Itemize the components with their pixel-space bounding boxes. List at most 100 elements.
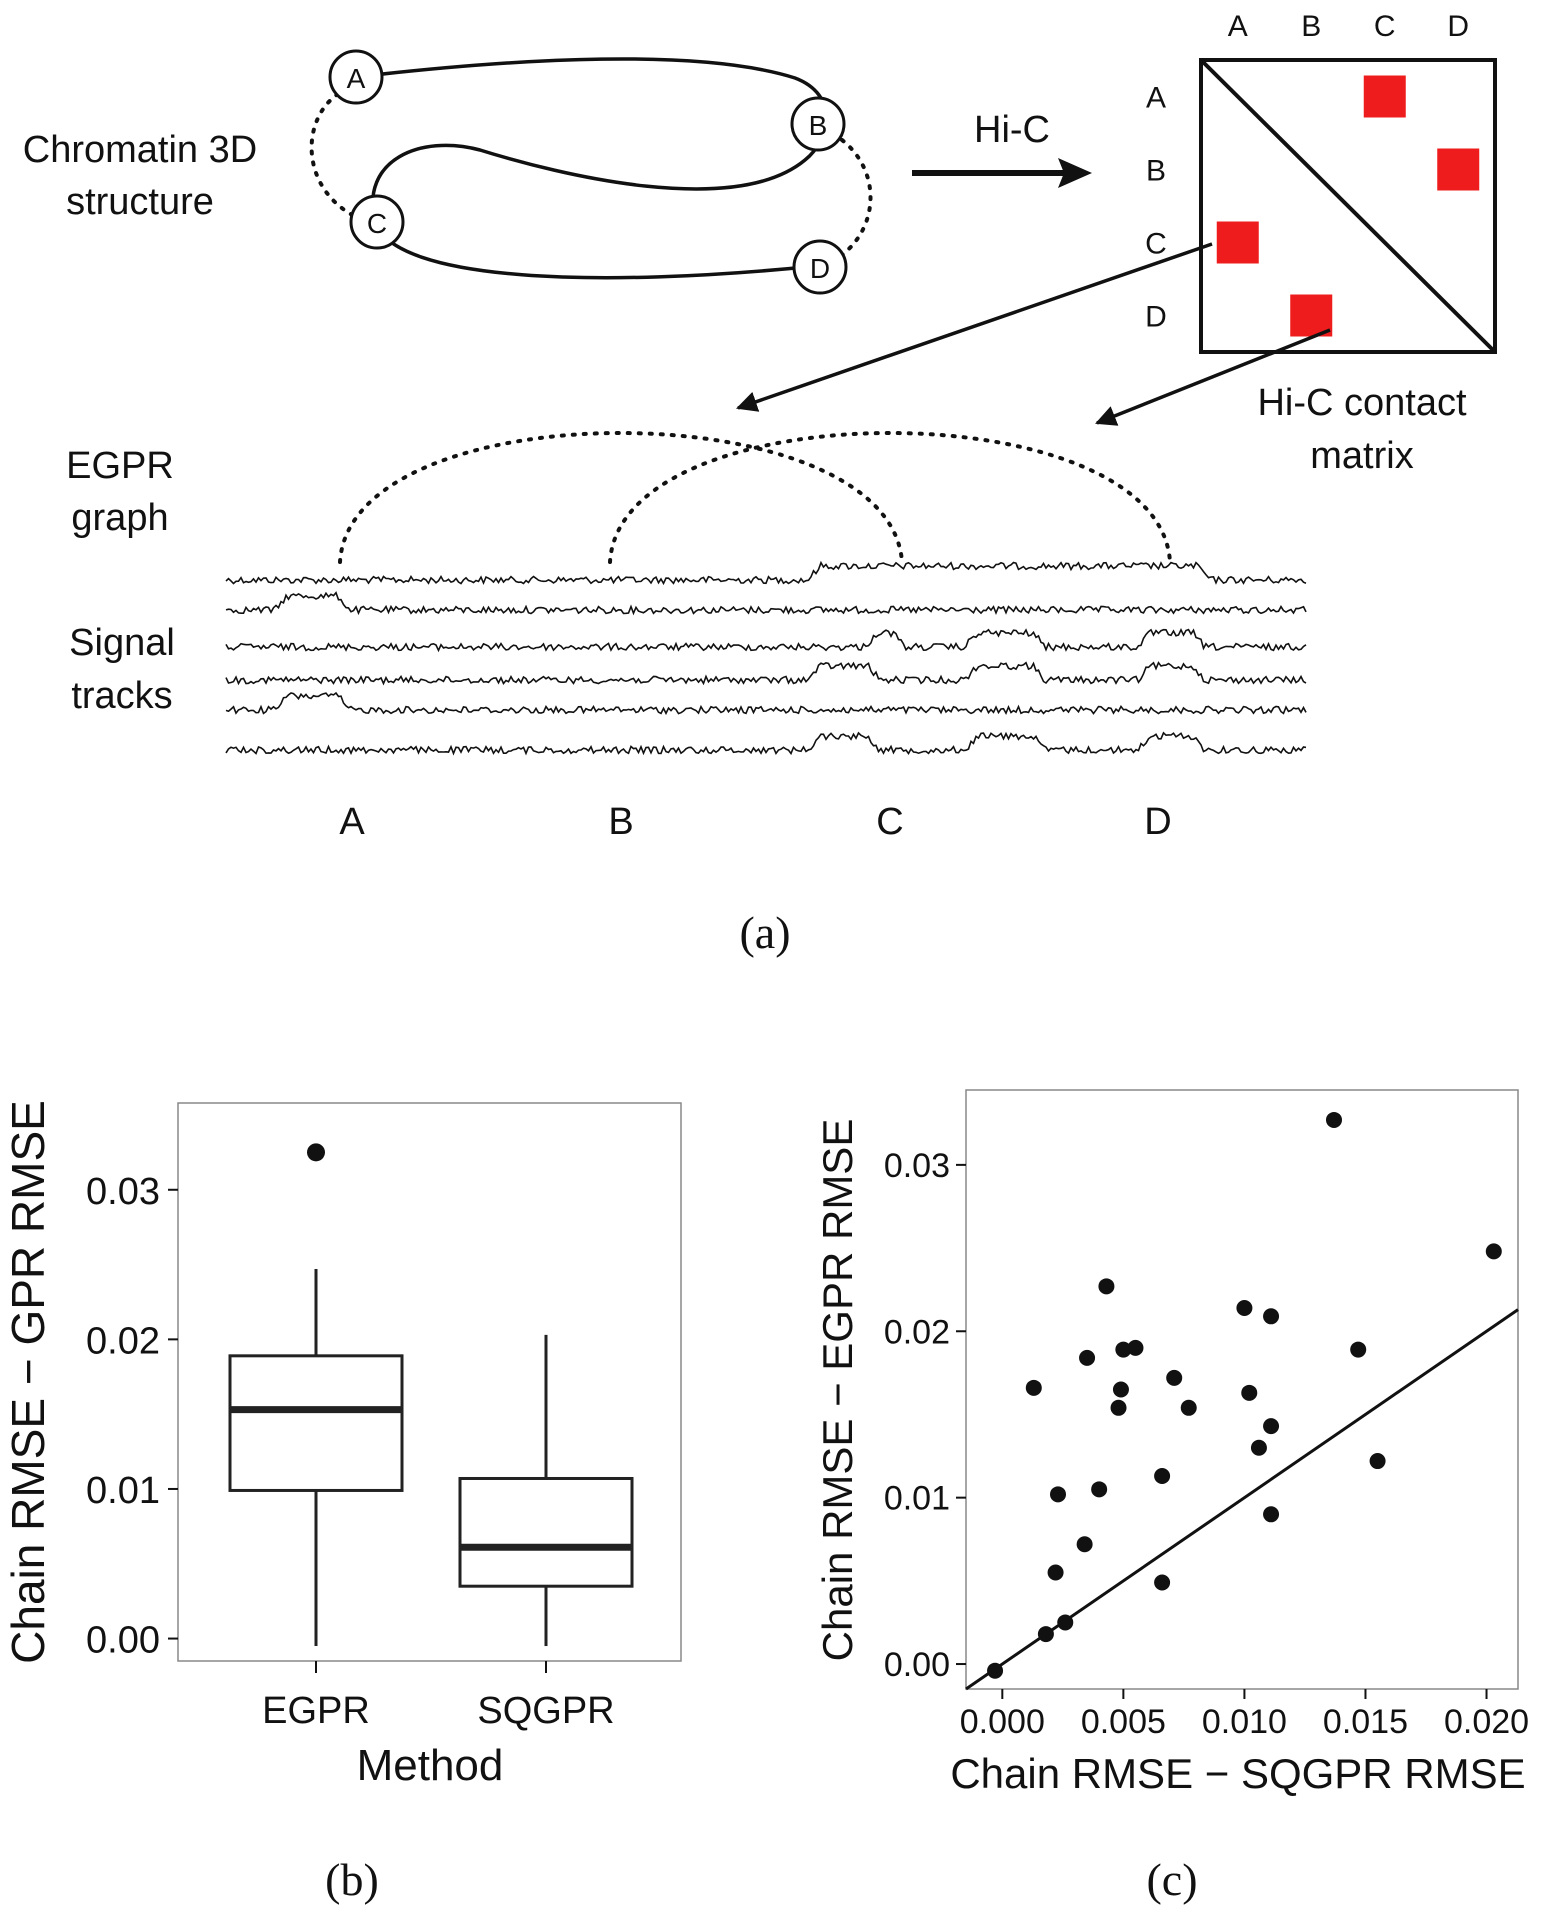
- scatter-point: [1076, 1536, 1093, 1553]
- hic-matrix-diagonal: [1199, 58, 1497, 354]
- signal-label-line1: Signal: [69, 622, 175, 664]
- track-label: D: [1144, 801, 1171, 843]
- x-tick-label: 0.005: [1081, 1703, 1166, 1741]
- egpr-label-line1: EGPR: [66, 445, 174, 487]
- x-tick-label: 0.020: [1444, 1703, 1529, 1741]
- contact-cell-2: [1216, 221, 1259, 264]
- x-tick-label: SQGPR: [477, 1690, 614, 1732]
- y-tick-label: 0.00: [86, 1620, 160, 1662]
- y-tick-label: 0.01: [86, 1470, 160, 1512]
- node-b-label: B: [809, 110, 828, 141]
- scatter-point: [1050, 1486, 1066, 1503]
- panel-a-label: (a): [739, 907, 790, 958]
- scatter-point: [1091, 1481, 1108, 1498]
- scatter-point: [1350, 1341, 1367, 1358]
- chromatin-fiber: [355, 57, 828, 280]
- egpr-edge-b-d: [608, 431, 1172, 564]
- outlier-point: [307, 1143, 325, 1162]
- arrow-contact-d-b: [1095, 328, 1331, 426]
- node-a-label: A: [347, 63, 366, 94]
- box-sqgpr: [458, 1334, 634, 1647]
- arrow-contact-c-a: [736, 242, 1213, 412]
- signal-track-5: [225, 691, 1307, 716]
- matrix-col-label: D: [1447, 10, 1469, 43]
- track-label: B: [608, 801, 633, 843]
- x-tick-label: EGPR: [262, 1690, 370, 1732]
- scatter-point: [987, 1662, 1004, 1679]
- signal-track-2: [225, 591, 1307, 616]
- y-tick-label: 0.02: [86, 1320, 160, 1362]
- scatter-point: [1250, 1439, 1267, 1456]
- chromatin-label-line2: structure: [66, 181, 214, 223]
- node-a: A: [328, 49, 384, 105]
- hic-arrow-head: [1058, 158, 1092, 188]
- scatter-point: [1166, 1369, 1183, 1386]
- y-tick-label: 0.03: [86, 1171, 160, 1213]
- scatter-point: [1326, 1111, 1342, 1128]
- panel-b-label: (b): [325, 1854, 379, 1905]
- scatter-point: [1047, 1564, 1064, 1581]
- hic-matrix-contacts: [1216, 75, 1480, 337]
- scatter-point: [1110, 1399, 1127, 1416]
- boxplot-y-axis-label: Chain RMSE − GPR RMSE: [2, 1100, 54, 1664]
- track-label: A: [339, 801, 365, 843]
- egpr-label-line2: graph: [71, 497, 168, 539]
- contact-cell-1: [1437, 148, 1480, 191]
- matrix-row-label: A: [1146, 82, 1166, 115]
- x-tick-label: 0.000: [960, 1703, 1045, 1741]
- matrix-row-label: D: [1145, 301, 1167, 334]
- signal-track-6: [225, 731, 1307, 756]
- panel-c-label: (c): [1146, 1854, 1197, 1905]
- box-egpr: [228, 1143, 404, 1647]
- scatter-point: [1263, 1308, 1280, 1325]
- scatter-point: [1180, 1399, 1197, 1416]
- matrix-row-label: C: [1145, 228, 1167, 261]
- contact-cell-3: [1290, 294, 1333, 337]
- scatter-point: [1079, 1349, 1096, 1366]
- signal-track-3: [225, 627, 1307, 653]
- scatter-point: [1236, 1299, 1253, 1316]
- node-d-label: D: [810, 253, 830, 284]
- y-tick-label: 0.03: [884, 1147, 950, 1185]
- scatter-point: [1369, 1453, 1386, 1470]
- signal-track-4: [225, 661, 1307, 686]
- node-d: D: [792, 239, 848, 295]
- y-tick-label: 0.00: [884, 1646, 950, 1684]
- signal-tracks: [225, 560, 1307, 756]
- boxplot-x-axis-label: Method: [357, 1741, 504, 1790]
- matrix-caption-line1: Hi-C contact: [1257, 382, 1466, 424]
- box-iqr: [228, 1354, 404, 1492]
- scatter-point: [1025, 1379, 1042, 1396]
- scatter-point: [1241, 1384, 1258, 1401]
- node-b: B: [790, 96, 846, 152]
- scatter-point: [1112, 1381, 1129, 1398]
- boxplot-boxes: [228, 1143, 634, 1647]
- node-c-label: C: [367, 208, 387, 239]
- scatter-point: [1263, 1418, 1280, 1435]
- node-c: C: [349, 194, 405, 250]
- egpr-edge-a-c: [338, 431, 904, 564]
- scatter-point: [1154, 1574, 1171, 1591]
- scatter-points: [987, 1111, 1502, 1679]
- box-iqr: [458, 1476, 634, 1588]
- signal-label-line2: tracks: [71, 675, 172, 717]
- scatter-x-axis-label: Chain RMSE − SQGPR RMSE: [950, 1750, 1525, 1797]
- scatter-y-axis-label: Chain RMSE − EGPR RMSE: [814, 1119, 861, 1662]
- scatter-point: [1154, 1468, 1171, 1485]
- y-tick-label: 0.01: [884, 1480, 950, 1518]
- matrix-col-label: C: [1374, 10, 1396, 43]
- y-tick-label: 0.02: [884, 1313, 950, 1351]
- matrix-caption-line2: matrix: [1310, 435, 1413, 477]
- matrix-col-label: A: [1228, 10, 1248, 43]
- scatter-point: [1057, 1614, 1074, 1631]
- scatter-point: [1485, 1243, 1502, 1260]
- x-tick-label: 0.010: [1202, 1703, 1287, 1741]
- dotted-link-b-d: [840, 138, 873, 257]
- scatter-point: [1098, 1278, 1115, 1295]
